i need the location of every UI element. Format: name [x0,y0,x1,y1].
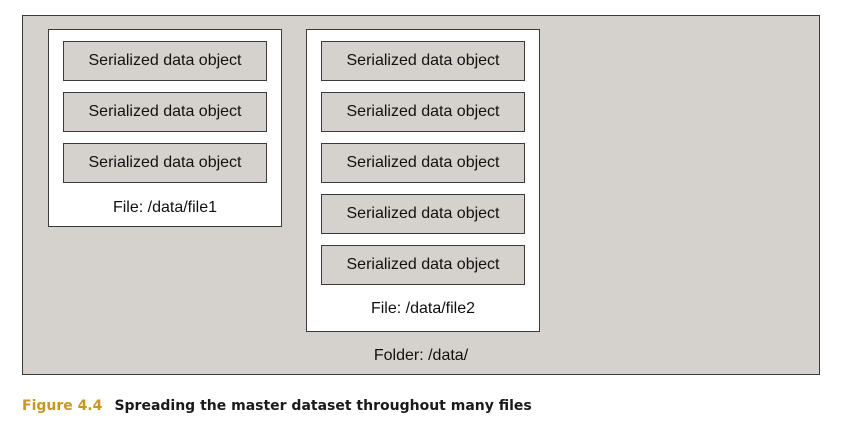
file1-label: File: /data/file1 [112,199,218,216]
figure-caption: Figure 4.4 Spreading the master dataset t… [22,398,532,414]
file-data-file2: Serialized data object Serialized data o… [306,29,540,332]
figure-caption-text: Spreading the master dataset throughout … [114,398,532,414]
figure-number: Figure 4.4 [22,398,103,414]
serialized-data-object: Serialized data object [321,143,525,183]
serialized-data-object: Serialized data object [63,41,267,81]
file2-object-list: Serialized data object Serialized data o… [321,41,525,296]
file2-label: File: /data/file2 [370,300,476,317]
serialized-data-object: Serialized data object [321,41,525,81]
serialized-data-object: Serialized data object [63,92,267,132]
folder-label: Folder: /data/ [373,347,469,364]
file1-object-list: Serialized data object Serialized data o… [63,41,267,194]
serialized-data-object: Serialized data object [321,245,525,285]
serialized-data-object: Serialized data object [321,92,525,132]
folder-data: Serialized data object Serialized data o… [22,15,820,375]
file-data-file1: Serialized data object Serialized data o… [48,29,282,227]
serialized-data-object: Serialized data object [321,194,525,234]
serialized-data-object: Serialized data object [63,143,267,183]
